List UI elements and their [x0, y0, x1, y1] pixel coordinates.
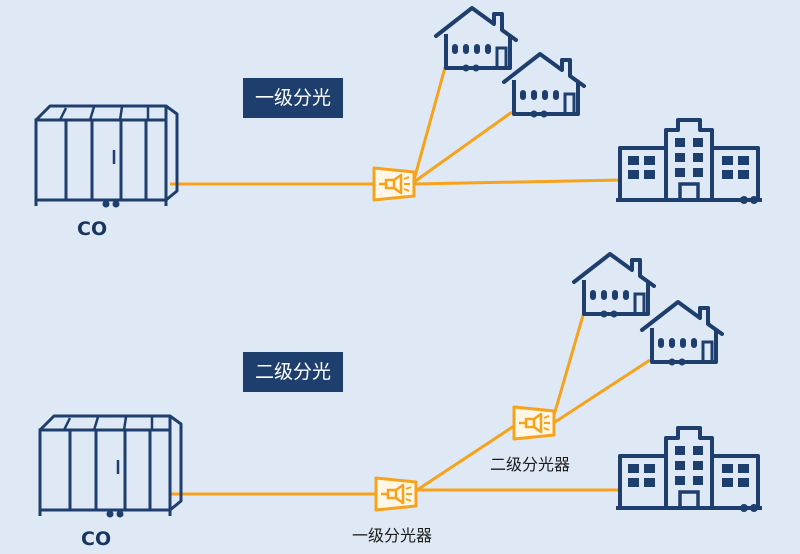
house-icon [640, 300, 724, 368]
splitter-icon [374, 476, 418, 512]
splitter-icon [372, 166, 416, 202]
splitter-label-level2: 二级分光器 [490, 455, 571, 474]
office-building-icon [614, 426, 764, 514]
co-label: CO [81, 528, 112, 550]
splitter-label-level1: 一级分光器 [352, 526, 433, 545]
bottom-fiber-lines [170, 311, 651, 496]
central-office-icon [38, 414, 183, 519]
badge-single-level: 一级分光 [243, 78, 344, 118]
splitter-icon [512, 405, 556, 441]
badge-two-level: 二级分光 [243, 352, 344, 392]
central-office-icon [34, 104, 179, 209]
house-icon [502, 52, 586, 120]
house-icon [572, 252, 656, 320]
top-fiber-lines [170, 63, 623, 186]
house-icon [434, 6, 518, 74]
co-label: CO [77, 218, 108, 240]
office-building-icon [614, 118, 764, 206]
